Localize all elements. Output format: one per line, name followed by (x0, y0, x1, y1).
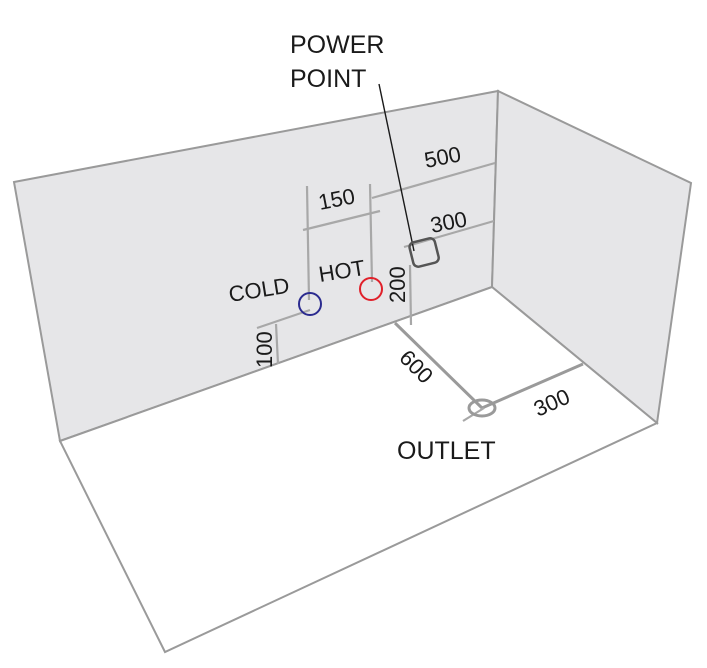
dim-line-500 (371, 161, 496, 200)
hot-water-point-icon (359, 277, 383, 301)
dim-line-300-floor (481, 362, 584, 410)
dim-line-300-wall (403, 219, 495, 249)
cold-vertical-line (305, 185, 311, 301)
dim-label-200: 200 (385, 266, 410, 303)
dim-line-200 (408, 264, 413, 326)
outlet-label: OUTLET (397, 437, 496, 465)
cold-horizontal-line (256, 308, 311, 330)
power-point-leader-line (378, 83, 415, 252)
power-point-label-line1: POWER (290, 31, 384, 59)
dim-line-100 (274, 323, 280, 365)
hot-vertical-line (368, 183, 374, 283)
power-point-label-line2: POINT (290, 65, 366, 93)
outlet-icon (467, 398, 497, 418)
cold-water-point-icon (298, 292, 322, 316)
power-point-icon (408, 237, 440, 268)
floor (58, 285, 659, 654)
dim-line-150 (302, 209, 381, 232)
dim-label-100: 100 (252, 331, 277, 368)
dim-line-600 (393, 321, 484, 410)
